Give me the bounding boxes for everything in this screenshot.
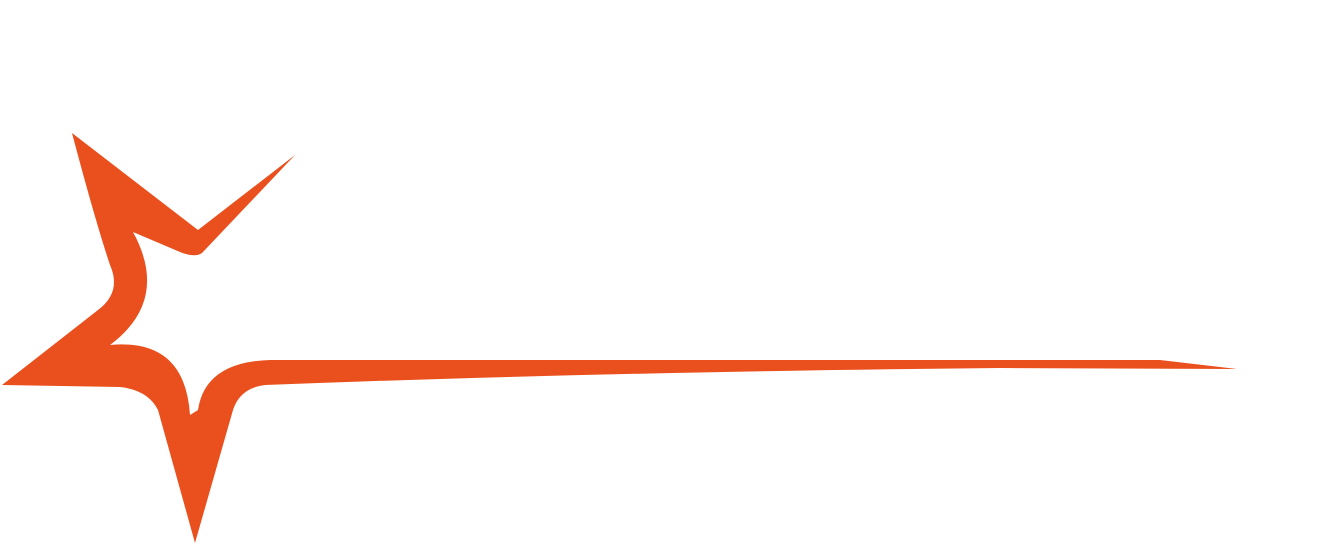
star-swoosh-shape (2, 133, 1237, 543)
